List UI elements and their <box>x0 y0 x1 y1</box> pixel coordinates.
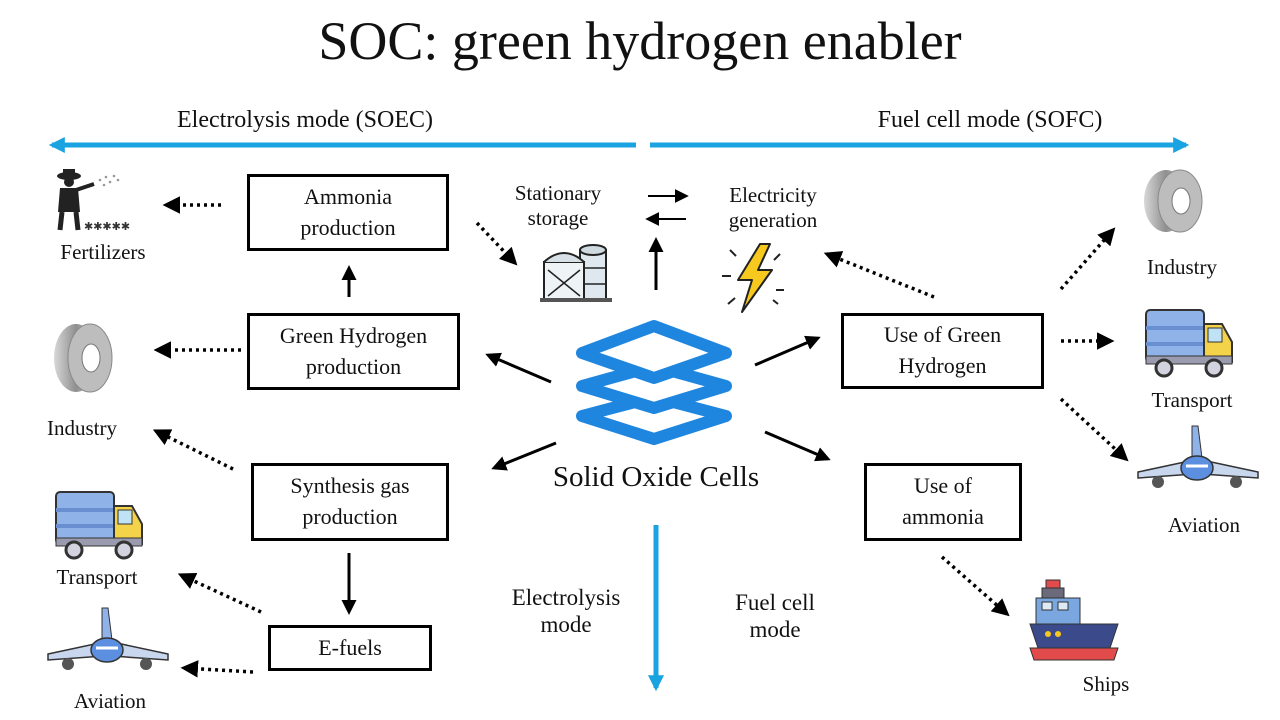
solid-oxide-cells-label: Solid Oxide Cells <box>552 461 760 493</box>
steel-coil-icon <box>54 323 113 393</box>
electricity-generation-label: Electricity generation <box>728 183 818 232</box>
airplane-icon <box>47 607 169 670</box>
fertilizers-label: Fertilizers <box>60 240 146 264</box>
truck-icon <box>55 491 143 560</box>
dotted-use-h2-to-industry <box>1059 227 1116 291</box>
dotted-use-h2-to-electricity <box>823 251 935 299</box>
storage-tanks-icon <box>540 244 612 302</box>
aviation-left-label: Aviation <box>74 689 146 713</box>
airplane-icon <box>1137 425 1259 488</box>
aviation-right-label: Aviation <box>1168 513 1240 537</box>
arrow-soc-to-green-h2 <box>485 352 552 384</box>
industry-right-label: Industry <box>1147 255 1217 279</box>
dotted-efuels-to-aviation <box>180 660 254 678</box>
stationary-storage-label: Stationary storage <box>514 181 602 230</box>
bottom-fuel-cell-mode-label: Fuel cell mode <box>735 590 815 643</box>
dotted-syngas-to-industry <box>152 429 234 471</box>
e-fuels-box: E-fuels <box>268 625 432 671</box>
farmer-spraying-icon: ✱✱✱✱✱ <box>57 169 130 232</box>
electrolysis-mode-header: Electrolysis mode (SOEC) <box>177 107 433 133</box>
page-title: SOC: green hydrogen enabler <box>318 11 962 71</box>
dotted-ammonia-to-storage <box>475 221 518 266</box>
svg-text:✱✱✱✱✱: ✱✱✱✱✱ <box>84 220 130 232</box>
bottom-electrolysis-mode-label: Electrolysis mode <box>511 585 621 638</box>
dotted-use-ammonia-to-ships <box>940 555 1010 617</box>
transport-left-label: Transport <box>56 565 138 589</box>
lightning-bolt-icon <box>722 243 784 313</box>
truck-icon <box>1145 309 1233 378</box>
steel-coil-icon <box>1144 169 1203 233</box>
fuel-cell-mode-header: Fuel cell mode (SOFC) <box>877 107 1103 133</box>
transport-right-label: Transport <box>1151 388 1233 412</box>
layers-stack-icon <box>576 320 732 445</box>
ship-icon <box>1029 579 1119 661</box>
arrow-soc-to-syngas <box>491 441 557 471</box>
arrow-soc-to-use-h2 <box>754 335 821 367</box>
dotted-use-h2-to-aviation <box>1059 397 1129 462</box>
ships-label: Ships <box>1082 672 1130 696</box>
dotted-efuels-to-transport <box>177 572 262 614</box>
arrow-soc-to-use-ammonia <box>764 430 831 462</box>
industry-left-label: Industry <box>47 416 117 440</box>
